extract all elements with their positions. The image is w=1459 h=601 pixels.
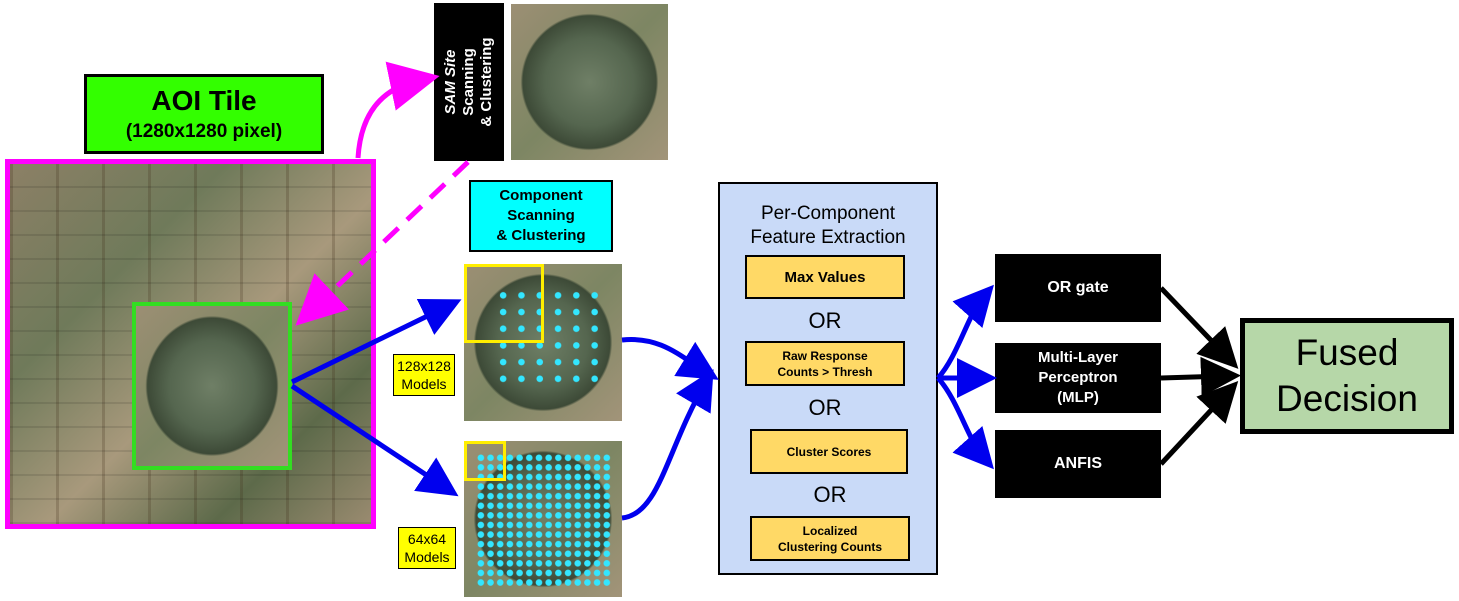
feature-title-line2: Feature Extraction — [750, 227, 906, 248]
anfis-label: ANFIS — [1054, 455, 1102, 472]
models-128-line1: 128x128 — [397, 358, 451, 374]
fused-line2: Decision — [1276, 378, 1418, 419]
arrow-128-to-features — [621, 336, 719, 380]
scan-64-image — [464, 441, 622, 597]
component-line3: & Clustering — [496, 227, 586, 244]
models-64-line2: Models — [404, 549, 450, 565]
sam-site-image — [511, 4, 668, 160]
or-gate-label: OR gate — [1047, 279, 1109, 296]
aoi-tile-label: AOI Tile (1280x1280 pixel) — [84, 74, 324, 154]
mlp-line1: Multi-Layer — [1037, 349, 1118, 366]
max-values-box: Max Values — [745, 255, 905, 299]
or-label-1: OR — [808, 308, 842, 333]
feature-title-line1: Per-Component — [760, 203, 896, 224]
arrow-features-to-orgate — [936, 284, 994, 380]
or-label-2: OR — [808, 395, 842, 420]
raw-response-line1: Raw Response — [782, 348, 868, 363]
scan-64-grid — [476, 453, 612, 587]
models-64-line1: 64x64 — [407, 531, 447, 547]
arrow-orgate-to-fused — [1159, 286, 1239, 369]
localized-line1: Localized — [802, 523, 858, 538]
scan-128-window — [464, 264, 544, 343]
component-line1: Component — [499, 187, 583, 204]
localized-clustering-box: Localized Clustering Counts — [750, 516, 910, 561]
scan-128-image — [464, 264, 622, 421]
arrow-aoi-to-64 — [290, 383, 459, 497]
mlp-box: Multi-Layer Perceptron (MLP) — [995, 343, 1161, 413]
or-gate-box: OR gate — [995, 254, 1161, 322]
arrow-anfis-to-fused — [1159, 381, 1239, 466]
cluster-scores-label: Cluster Scores — [786, 444, 872, 459]
fused-decision-box: Fused Decision — [1240, 318, 1454, 434]
component-scanning-label: Component Scanning & Clustering — [469, 180, 613, 252]
models-128-label: 128x128 Models — [393, 354, 455, 396]
aoi-subtitle: (1280x1280 pixel) — [125, 121, 283, 142]
fused-line1: Fused — [1295, 332, 1399, 373]
raw-response-line2: Counts > Thresh — [777, 364, 873, 379]
models-128-line2: Models — [401, 376, 447, 392]
cluster-scores-box: Cluster Scores — [750, 429, 908, 474]
mlp-line3: (MLP) — [1057, 389, 1099, 406]
aoi-site-region — [132, 302, 292, 470]
arrow-features-to-anfis — [936, 376, 994, 470]
localized-line2: Clustering Counts — [778, 539, 882, 554]
arrow-mlp-to-fused — [1160, 356, 1241, 397]
component-line2: Scanning — [507, 207, 575, 224]
arrow-sam-to-site — [295, 160, 470, 326]
max-values-label: Max Values — [784, 268, 866, 286]
raw-response-box: Raw Response Counts > Thresh — [745, 341, 905, 386]
models-64-label: 64x64 Models — [398, 527, 456, 569]
sam-site-label: SAM Site Scanning & Clustering — [434, 3, 504, 161]
mlp-line2: Perceptron — [1038, 369, 1118, 386]
anfis-box: ANFIS — [995, 430, 1161, 498]
or-label-3: OR — [813, 482, 847, 507]
arrow-aoi-to-128 — [290, 298, 462, 385]
arrow-64-to-features — [621, 369, 714, 521]
arrow-aoi-to-sam — [355, 61, 440, 159]
aoi-title: AOI Tile — [151, 85, 257, 116]
scan-128-grid — [494, 287, 604, 387]
scan-64-window — [464, 441, 506, 481]
